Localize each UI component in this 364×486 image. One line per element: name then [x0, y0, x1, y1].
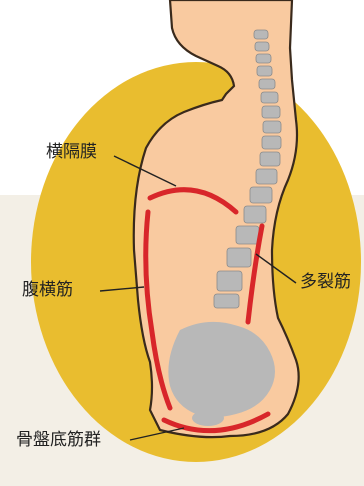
- label-multifidus: 多裂筋: [300, 274, 351, 291]
- label-pelvic-floor: 骨盤底筋群: [16, 432, 101, 449]
- label-diaphragm: 横隔膜: [46, 144, 97, 161]
- label-transversus-abdominis: 腹横筋: [22, 282, 73, 299]
- pelvis-lower: [192, 410, 224, 426]
